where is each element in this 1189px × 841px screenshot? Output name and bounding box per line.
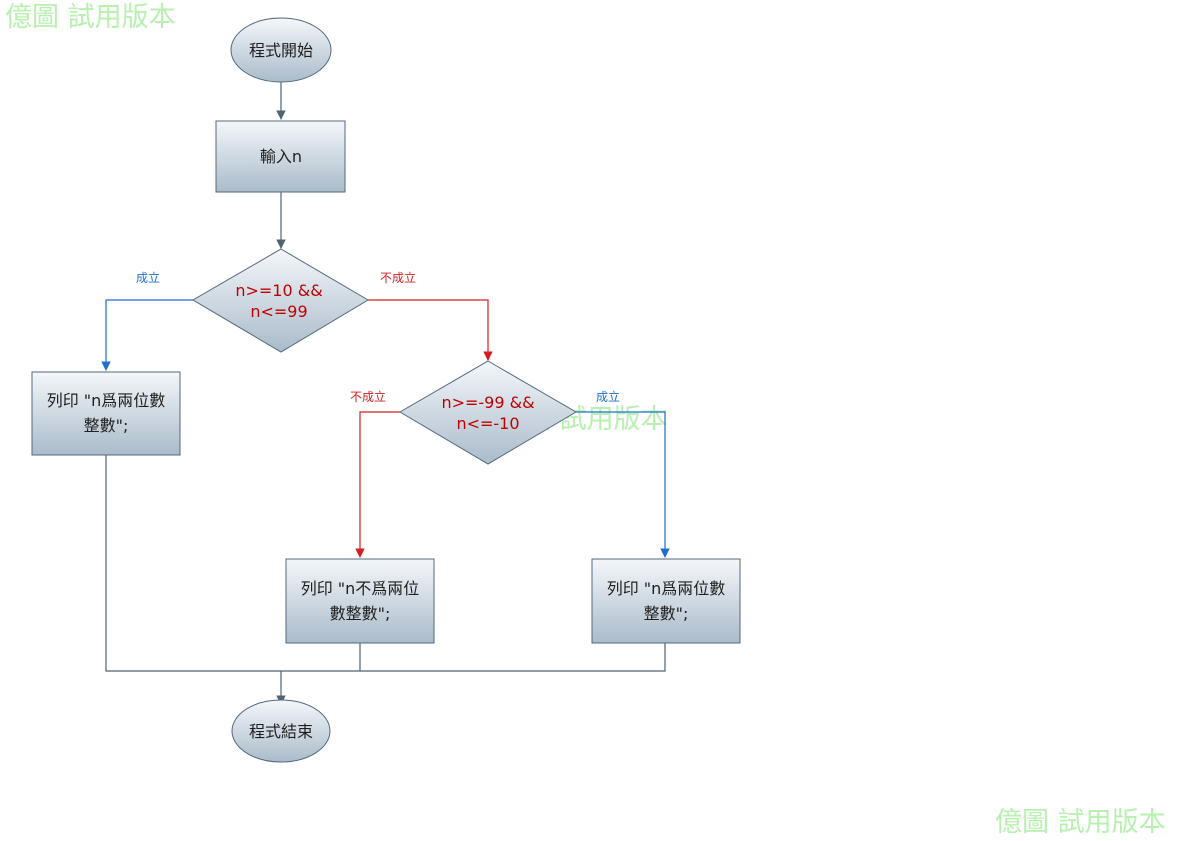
- edge-cond2-yes: [576, 411, 670, 558]
- edge-cond1-no: [368, 299, 493, 361]
- watermark-top-left: 億圖 試用版本: [5, 2, 176, 33]
- end-node[interactable]: 程式結束: [231, 699, 331, 763]
- print-right-node[interactable]: 列印 "n爲兩位數 整數";: [591, 558, 741, 644]
- edge-left-to-merge: [105, 455, 281, 672]
- edge-cond2-no: [355, 411, 400, 558]
- print-right-line-2: 整數";: [644, 604, 689, 623]
- edge-label-cond1-no: 不成立: [380, 270, 416, 285]
- edge-label-cond1-yes: 成立: [136, 270, 160, 285]
- start-node[interactable]: 程式開始: [230, 17, 332, 83]
- edge-right-to-merge: [360, 643, 666, 672]
- end-node-label: 程式結束: [249, 722, 313, 741]
- edge-label-cond2-yes: 成立: [596, 389, 620, 404]
- condition-1-node[interactable]: n>=10 && n<=99: [192, 248, 369, 353]
- print-middle-line-1: 列印 "n不爲兩位: [301, 579, 420, 598]
- condition-1-line-1: n>=10 &&: [235, 281, 322, 300]
- edge-mid-to-merge: [281, 643, 361, 672]
- input-node[interactable]: 輸入n: [215, 120, 346, 193]
- print-left-line-1: 列印 "n爲兩位數: [47, 391, 166, 410]
- edge-label-cond2-no: 不成立: [350, 389, 386, 404]
- print-left-line-2: 整數";: [84, 416, 129, 435]
- condition-2-line-1: n>=-99 &&: [441, 393, 534, 412]
- edge-cond1-yes: [101, 299, 193, 371]
- input-node-label: 輸入n: [260, 147, 302, 166]
- condition-2-node[interactable]: n>=-99 && n<=-10: [399, 360, 577, 465]
- start-node-label: 程式開始: [249, 41, 313, 60]
- watermark-bottom-right: 億圖 試用版本: [995, 807, 1166, 838]
- print-right-line-1: 列印 "n爲兩位數: [607, 579, 726, 598]
- condition-1-line-2: n<=99: [250, 302, 307, 321]
- print-middle-line-2: 數整數";: [330, 604, 391, 623]
- print-left-node[interactable]: 列印 "n爲兩位數 整數";: [31, 371, 181, 456]
- condition-2-line-2: n<=-10: [456, 414, 519, 433]
- print-middle-node[interactable]: 列印 "n不爲兩位 數整數";: [285, 558, 435, 644]
